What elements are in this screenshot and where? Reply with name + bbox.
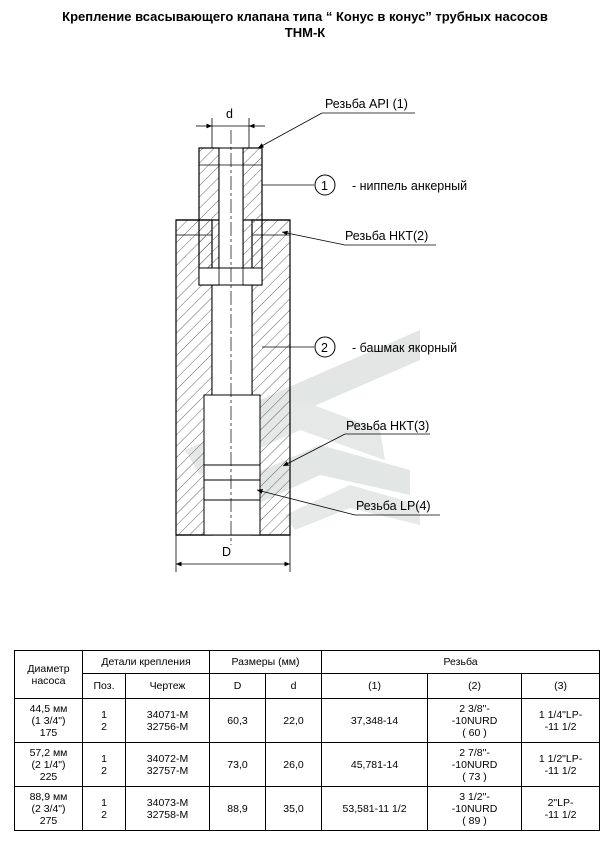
svg-text:- башмак якорный: - башмак якорный bbox=[352, 341, 457, 355]
anchor-shoe-body bbox=[175, 219, 291, 536]
header-fastening: Детали крепления bbox=[81, 650, 211, 674]
svg-text:- ниппель анкерный: - ниппель анкерный bbox=[352, 179, 467, 193]
callout-thread-api: Резьба API (1) bbox=[257, 97, 415, 149]
dimension-D: D bbox=[175, 535, 291, 572]
svg-text:Резьба НКТ(3): Резьба НКТ(3) bbox=[346, 419, 429, 433]
document-subtitle: ТНМ-К bbox=[284, 25, 326, 40]
anchor-nipple bbox=[198, 147, 263, 286]
callout-thread-nkt2: Резьба НКТ(2) bbox=[281, 229, 436, 246]
specification-table: Диаметр насоса Детали крепления Размеры … bbox=[14, 650, 601, 831]
header-D: D bbox=[209, 673, 267, 699]
document-title: Крепление всасывающего клапана типа “ Ко… bbox=[62, 9, 548, 24]
callout-thread-lp4: Резьба LP(4) bbox=[256, 489, 440, 516]
svg-text:2: 2 bbox=[321, 341, 328, 355]
svg-text:Резьба НКТ(2): Резьба НКТ(2) bbox=[345, 229, 428, 243]
callout-item-2: 2 - башмак якорный bbox=[262, 336, 457, 358]
dimension-d: d bbox=[196, 107, 265, 148]
header-thread: Резьба bbox=[321, 650, 601, 674]
header-pump-diameter: Диаметр насоса bbox=[14, 650, 83, 699]
header-pos: Поз. bbox=[82, 673, 126, 699]
header-sizes: Размеры (мм) bbox=[209, 650, 323, 674]
callout-thread-nkt3: Резьба НКТ(3) bbox=[282, 419, 430, 467]
header-drawing: Чертеж bbox=[124, 673, 211, 699]
header-d: d bbox=[265, 673, 323, 699]
dimension-D-label: D bbox=[222, 545, 231, 559]
dimension-d-label: d bbox=[226, 107, 233, 121]
header-thread-3: (3) bbox=[521, 673, 601, 699]
svg-text:1: 1 bbox=[321, 179, 328, 193]
svg-text:Резьба LP(4): Резьба LP(4) bbox=[356, 499, 431, 513]
svg-text:Резьба API (1): Резьба API (1) bbox=[325, 97, 408, 111]
technical-drawing: d D Резьба API (1) 1 - ниппель анкерный … bbox=[175, 97, 467, 572]
callout-item-1: 1 - ниппель анкерный bbox=[262, 174, 467, 196]
header-thread-1: (1) bbox=[321, 673, 429, 699]
header-thread-2: (2) bbox=[427, 673, 523, 699]
